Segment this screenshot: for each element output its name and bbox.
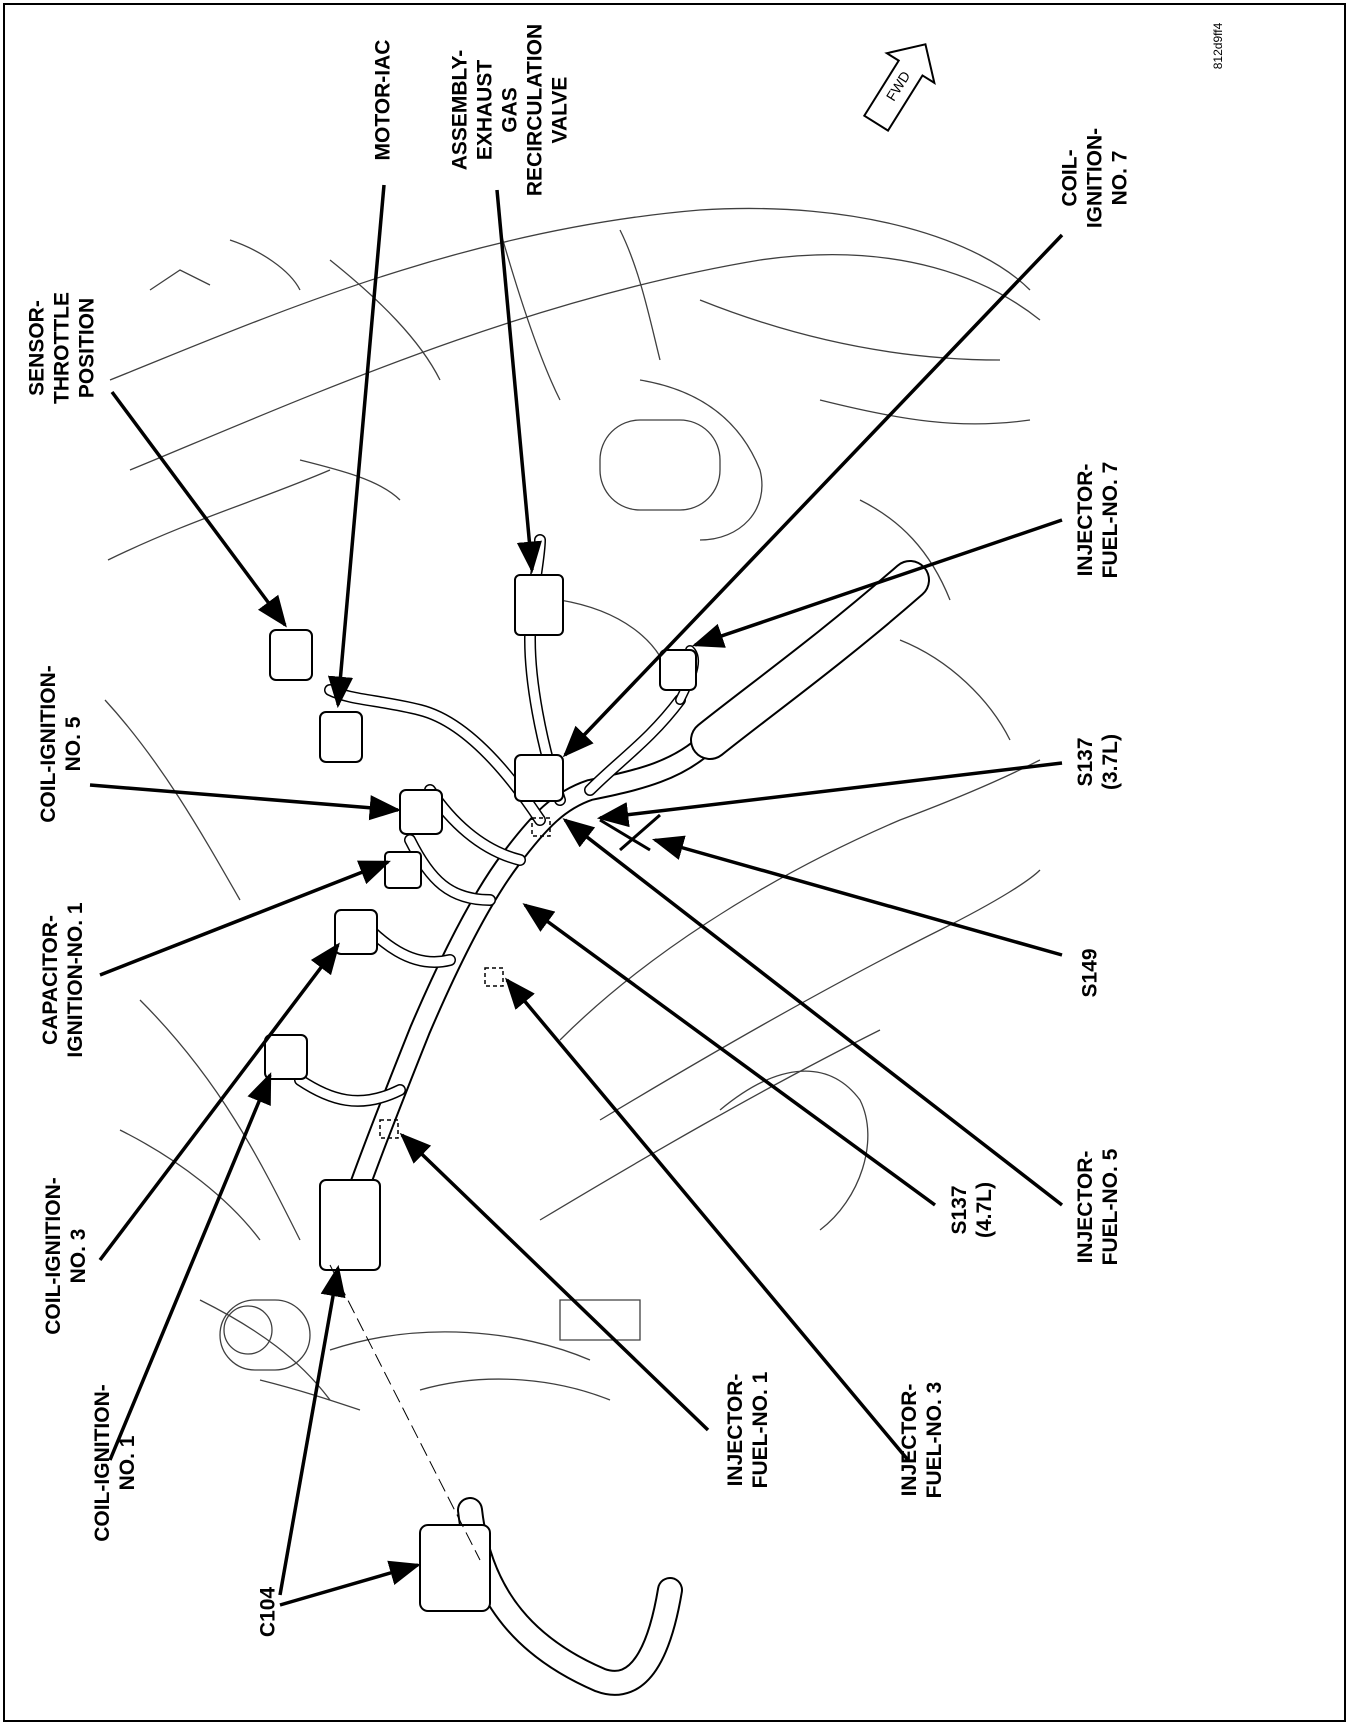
label-capacitor-ignition-1: CAPACITOR- IGNITION-NO. 1 (39, 902, 87, 1058)
label-motor-iac: MOTOR-IAC (371, 39, 395, 161)
label-coil-ignition-1: COIL-IGNITION- NO. 1 (91, 1384, 139, 1542)
label-coil-ignition-5: COIL-IGNITION- NO. 5 (37, 665, 85, 823)
label-s149: S149 (1078, 948, 1102, 998)
c104-harness-connector (319, 1179, 381, 1271)
coil5-connector (399, 789, 443, 835)
label-injector-fuel-3: INJECTOR- FUEL-NO. 3 (898, 1381, 946, 1499)
label-sensor-throttle-position: SENSOR- THROTTLE POSITION (25, 292, 99, 404)
label-injector-fuel-7: INJECTOR- FUEL-NO. 7 (1074, 461, 1122, 579)
connectors (264, 574, 697, 1612)
label-s137-3-7l: S137 (3.7L) (1074, 733, 1122, 791)
c104-engagement-line (329, 1264, 481, 1561)
iac-connector (319, 711, 363, 763)
wiring-harness (294, 534, 930, 1696)
leader-lines (89, 184, 1064, 1607)
splice-markers (379, 817, 551, 1139)
label-c104: C104 (256, 1586, 280, 1638)
injector7-connector (659, 649, 697, 691)
engine-artwork (104, 207, 1041, 1411)
diagram-frame (3, 3, 1346, 1722)
label-coil-ignition-7: COIL- IGNITION- NO. 7 (1058, 127, 1132, 229)
label-coil-ignition-3: COIL-IGNITION- NO. 3 (42, 1177, 90, 1335)
capacitor-connector (384, 851, 422, 889)
label-injector-fuel-1: INJECTOR- FUEL-NO. 1 (724, 1371, 772, 1489)
egr-connector (514, 574, 564, 636)
label-s137-4-7l: S137 (4.7L) (948, 1181, 996, 1239)
c104-mating-connector (419, 1524, 491, 1612)
label-egr-valve: ASSEMBLY- EXHAUST GAS RECIRCULATION VALV… (448, 23, 572, 197)
coil1-connector (264, 1034, 308, 1080)
label-injector-fuel-5: INJECTOR- FUEL-NO. 5 (1074, 1148, 1122, 1266)
figure-id: 812d9ff4 (1211, 22, 1225, 70)
fwd-arrow-icon (862, 43, 936, 132)
throttle-sensor-connector (269, 629, 313, 681)
coil7-connector (514, 754, 564, 802)
coil3-connector (334, 909, 378, 955)
s149-cross (599, 813, 661, 852)
